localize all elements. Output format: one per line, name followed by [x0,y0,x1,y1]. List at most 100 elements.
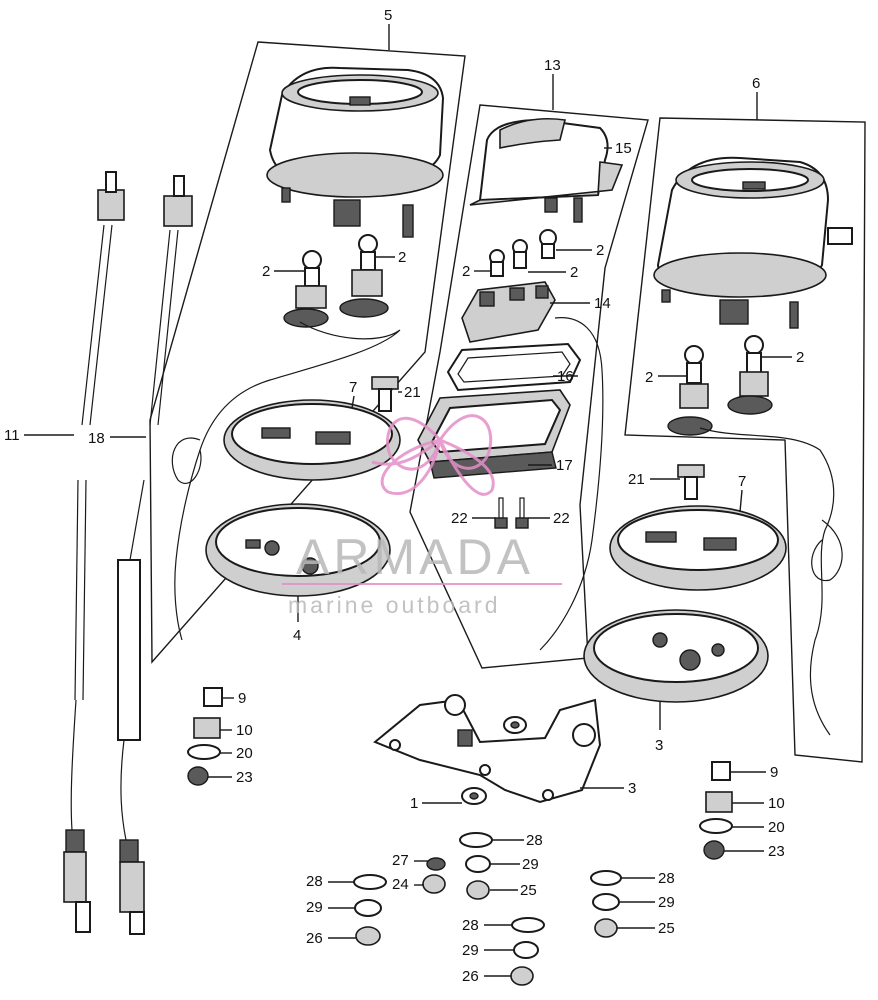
callout-10-left: 10 [220,722,253,739]
callout-10-right: 10 [732,795,785,812]
bracket-lug-top [503,716,527,734]
callout-29-center-top: 29 [490,856,539,873]
callout-28: 27 [392,852,428,869]
callout-24-right: 23 [724,843,785,860]
callout-2-tacho-right: 2 [762,349,804,366]
callout-27-left: 28 [306,873,354,890]
svg-text:16: 16 [557,368,574,385]
svg-text:10: 10 [236,722,253,739]
bracket-lug-1 [461,787,487,805]
svg-text:25: 25 [520,882,537,899]
svg-text:22: 22 [451,510,468,527]
callout-2-speedo-right: 2 [375,249,406,266]
callout-29-left: 29 [306,899,355,916]
grommet-washers-left [353,857,446,946]
callout-2-tacho-left: 2 [645,369,688,386]
callout-5: 3 [655,702,663,754]
meter-bracket [373,694,602,804]
svg-text:28: 28 [526,832,543,849]
svg-text:3: 3 [655,737,663,754]
indicator-socket-block [461,281,556,343]
callout-29-center-bottom: 29 [462,942,514,959]
svg-text:29: 29 [306,899,323,916]
callout-21-upper: 21 [398,384,421,401]
indicator-gasket [446,342,582,392]
bulb-socket-speedometer-left [283,250,329,328]
svg-text:2: 2 [462,263,470,280]
callout-25-center: 25 [490,882,537,899]
callout-20-left: 20 [220,745,253,762]
speedometer-body [266,66,445,238]
svg-text:29: 29 [462,942,479,959]
callout-14: 15 [604,140,632,157]
svg-text:27: 27 [392,852,409,869]
nut-22-left [494,497,508,529]
speedometer-drive-cable [63,171,125,933]
callout-26-center: 26 [462,968,511,985]
callout-22-left: 22 [451,510,496,527]
nut-22-right [515,497,529,529]
svg-text:2: 2 [596,242,604,259]
callout-17: 16 [553,368,578,385]
bulb-socket-tachometer-right [727,335,773,415]
callout-13: 13 [544,57,561,110]
svg-text:24: 24 [392,876,409,893]
screw-21-lower [677,464,705,500]
speedometer-wire-harness [174,321,401,641]
svg-text:22: 22 [553,510,570,527]
callout-2-indicator-a: 2 [556,242,604,259]
watermark-tagline: marine outboard [288,592,501,618]
svg-text:28: 28 [462,917,479,934]
speedometer-wire-loop [171,437,202,484]
grommet-washers-right [590,870,622,938]
svg-text:28: 28 [658,870,675,887]
speedometer-lower-case [205,503,391,597]
callout-2-speedo-left: 2 [262,263,304,280]
mount-hardware-stack-left [187,687,223,786]
svg-text:20: 20 [236,745,253,762]
callout-22-right: 22 [528,510,570,527]
group-frame-tachometer [624,117,866,763]
svg-text:5: 5 [384,7,392,24]
svg-text:18: 18 [88,430,105,447]
svg-text:11: 11 [4,427,20,444]
callout-20-right: 20 [732,819,785,836]
callout-27-center-bottom: 28 [462,917,512,934]
callout-6: 6 [752,75,760,120]
tachometer-case-ring [609,505,787,591]
callout-8-left: 7 [349,379,357,409]
callout-26-left: 26 [306,930,356,947]
callout-2-indicator-b: 2 [528,264,578,281]
callout-23: 24 [392,876,424,893]
callout-9-left: 9 [222,690,246,707]
svg-text:2: 2 [570,264,578,281]
svg-text:2: 2 [262,263,270,280]
svg-text:9: 9 [770,764,778,781]
svg-text:29: 29 [658,894,675,911]
mount-hardware-stack-right [699,761,733,860]
callout-9-right: 9 [730,764,778,781]
svg-text:25: 25 [658,920,675,937]
screw-21-upper [371,376,399,412]
watermark-brand: ARMADA [296,529,534,585]
svg-text:10: 10 [768,795,785,812]
tachometer-lower-case [583,609,769,703]
callout-3: 3 [580,780,636,797]
svg-text:17: 17 [556,457,573,474]
tachometer-body [653,156,853,329]
svg-text:15: 15 [615,140,632,157]
svg-text:2: 2 [796,349,804,366]
callout-15: 17 [528,457,573,474]
callout-29-right: 29 [619,894,675,911]
bulb-socket-speedometer-right [339,234,389,318]
tachometer-wire-harness [699,427,835,736]
indicator-housing [469,117,624,223]
callout-8-right: 7 [738,473,746,513]
callout-16: 14 [550,295,611,312]
svg-text:3: 3 [628,780,636,797]
bulb-socket-tachometer-left [667,345,713,436]
svg-text:23: 23 [768,843,785,860]
indicator-wire-harness [539,317,604,651]
svg-text:29: 29 [522,856,539,873]
svg-text:6: 6 [752,75,760,92]
